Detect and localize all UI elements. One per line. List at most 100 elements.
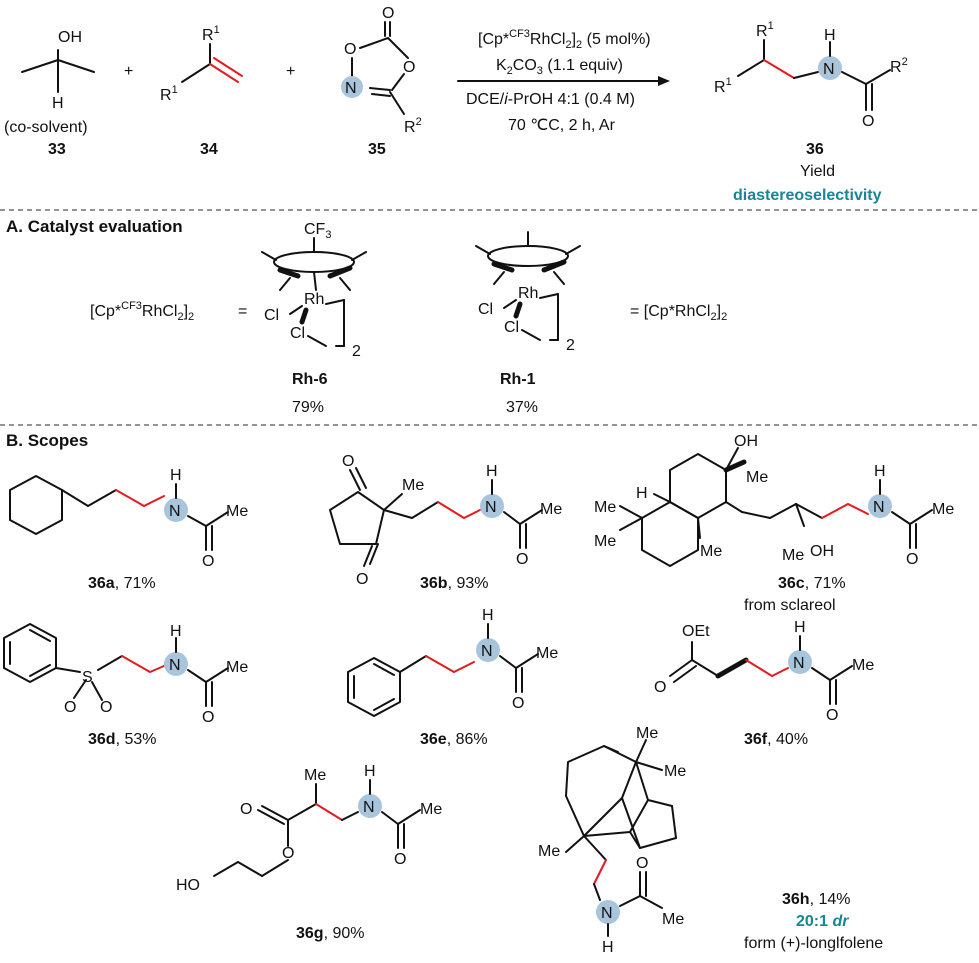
36g-caption: 36g, 90%	[296, 925, 365, 942]
svg-text:Rh: Rh	[304, 291, 324, 308]
svg-text:OH: OH	[734, 433, 758, 450]
svg-text:Me: Me	[420, 801, 442, 818]
svg-text:O: O	[906, 551, 918, 568]
svg-text:HO: HO	[176, 877, 200, 894]
svg-text:Cl: Cl	[504, 319, 519, 336]
svg-text:H: H	[364, 763, 376, 780]
svg-text:H: H	[482, 607, 494, 624]
36a-caption: 36a, 71%	[88, 575, 156, 592]
reagent-34: R1 R1 34	[160, 24, 243, 158]
svg-text:O: O	[202, 553, 214, 570]
svg-text:S: S	[82, 669, 93, 686]
cp-cf3-formula: [Cp*CF3RhCl2]2 =	[90, 300, 247, 323]
svg-text:H: H	[170, 623, 182, 640]
svg-text:R1: R1	[756, 20, 774, 40]
svg-text:Me: Me	[538, 843, 560, 860]
36c-caption: 36c, 71%	[778, 575, 846, 592]
reaction-arrow	[457, 76, 670, 86]
svg-text:O: O	[512, 695, 524, 712]
rh6-name: Rh-6	[292, 371, 328, 388]
product-36e: H N O Me 36e, 86%	[347, 607, 558, 748]
svg-text:2: 2	[352, 343, 361, 360]
svg-text:OH: OH	[810, 543, 834, 560]
svg-text:Rh: Rh	[518, 285, 538, 302]
svg-text:Me: Me	[304, 767, 326, 784]
svg-text:Me: Me	[402, 477, 424, 494]
svg-text:Me: Me	[226, 659, 248, 676]
svg-text:[Cp*CF3RhCl2]2: [Cp*CF3RhCl2]2	[90, 300, 194, 323]
36b-caption: 36b, 93%	[420, 575, 489, 592]
svg-text:Me: Me	[594, 533, 616, 550]
svg-text:R1: R1	[160, 84, 178, 104]
svg-text:O: O	[382, 5, 394, 22]
svg-text:Cl: Cl	[264, 307, 279, 324]
reagent-33: OH H (co-solvent) 33	[4, 29, 95, 158]
compound-36-label: 36	[806, 141, 824, 158]
svg-text:N: N	[169, 503, 181, 520]
36f-caption: 36f, 40%	[744, 731, 808, 748]
rh1-name: Rh-1	[500, 371, 536, 388]
yield-label: Yield	[800, 163, 835, 180]
svg-text:O: O	[356, 571, 368, 588]
svg-text:O: O	[826, 707, 838, 724]
svg-text:Me: Me	[662, 911, 684, 928]
svg-text:R1: R1	[714, 76, 732, 96]
svg-text:Me: Me	[932, 501, 954, 518]
36e-caption: 36e, 86%	[420, 731, 488, 748]
svg-text:O: O	[344, 41, 356, 58]
svg-text:N: N	[873, 499, 885, 516]
reaction-conditions: [Cp*CF3RhCl2]2 (5 mol%) K2CO3 (1.1 equiv…	[466, 28, 651, 134]
svg-text:N: N	[485, 499, 497, 516]
36h-caption: 36h, 14%	[782, 891, 851, 908]
svg-text:[Cp*CF3RhCl2]2 (5 mol%): [Cp*CF3RhCl2]2 (5 mol%)	[478, 28, 651, 51]
svg-text:Me: Me	[536, 645, 558, 662]
svg-text:H: H	[824, 27, 836, 44]
svg-text:N: N	[823, 61, 835, 78]
product-36d: S O O H N O Me 36d, 53%	[3, 623, 248, 748]
svg-text:Cl: Cl	[290, 325, 305, 342]
svg-text:OEt: OEt	[682, 623, 710, 640]
svg-text:Me: Me	[226, 503, 248, 520]
svg-text:DCE/i-PrOH 4:1 (0.4 M): DCE/i-PrOH 4:1 (0.4 M)	[466, 91, 635, 108]
svg-text:O: O	[64, 699, 76, 716]
section-a-title: A. Catalyst evaluation	[6, 217, 183, 236]
svg-text:O: O	[282, 845, 294, 862]
svg-text:70 ℃C, 2 h, Ar: 70 ℃C, 2 h, Ar	[508, 117, 616, 134]
svg-text:Me: Me	[664, 763, 686, 780]
catalyst-rh6: CF3 Rh Cl Cl 2 Rh-6 79%	[261, 221, 367, 416]
oh-label: OH	[58, 29, 82, 46]
svg-text:N: N	[601, 905, 613, 922]
svg-text:H: H	[794, 619, 806, 636]
rh1-yield: 37%	[506, 399, 538, 416]
diastereoselectivity-label: diastereoselectivity	[733, 187, 882, 204]
36d-caption: 36d, 53%	[88, 731, 157, 748]
compound-33-label: 33	[48, 141, 66, 158]
product-36f: OEt O H N O Me 36f, 40%	[654, 619, 874, 748]
section-b-title: B. Scopes	[6, 431, 88, 450]
svg-text:O: O	[516, 551, 528, 568]
svg-text:Me: Me	[540, 501, 562, 518]
svg-text:H: H	[636, 485, 648, 502]
reagent-35: O O O N R2 35	[341, 5, 422, 158]
svg-text:Me: Me	[852, 657, 874, 674]
product-36b: O O Me H N O Me 36b, 93%	[329, 453, 562, 592]
cp-formula: = [Cp*RhCl2]2	[630, 303, 727, 323]
svg-text:O: O	[240, 801, 252, 818]
svg-text:=: =	[238, 303, 247, 320]
plus-sign-1: +	[124, 63, 133, 80]
compound-34-label: 34	[200, 141, 218, 158]
catalyst-rh1: Rh Cl Cl 2 Rh-1 37%	[475, 231, 581, 416]
svg-text:N: N	[793, 655, 805, 672]
product-36c: OH Me H Me Me Me Me OH H N O Me 36c, 71%…	[594, 433, 954, 614]
svg-text:N: N	[481, 643, 493, 660]
svg-text:CF3: CF3	[304, 221, 331, 241]
product-36h: Me Me Me N H O Me 36h, 14% 20:1 dr form …	[538, 725, 883, 956]
svg-text:2: 2	[566, 337, 575, 354]
svg-text:H: H	[170, 467, 182, 484]
svg-text:H: H	[486, 463, 498, 480]
svg-text:H: H	[602, 939, 614, 956]
36h-dr: 20:1 dr	[796, 913, 849, 930]
svg-text:K2CO3 (1.1 equiv): K2CO3 (1.1 equiv)	[496, 57, 623, 77]
svg-text:O: O	[394, 851, 406, 868]
svg-text:O: O	[100, 699, 112, 716]
